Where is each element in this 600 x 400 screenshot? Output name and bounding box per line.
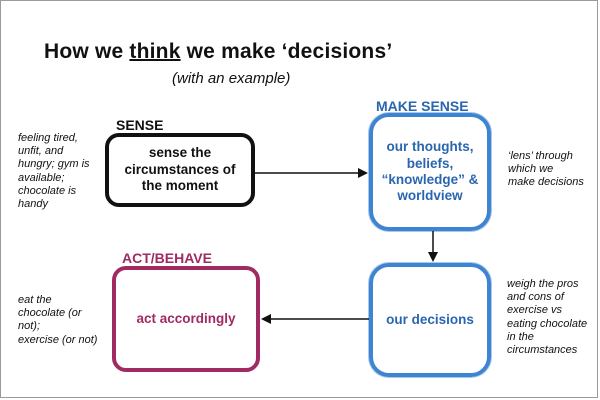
make-sense-note: ‘lens’ through which we make decisions (508, 150, 584, 190)
sense-note-line: chocolate is (18, 184, 77, 197)
subtitle: (with an example) (172, 70, 291, 87)
decisions-note-line: and cons of (507, 291, 564, 304)
decisions-note-line: eating chocolate (507, 317, 588, 330)
sense-label: SENSE (116, 117, 164, 133)
decisions-note-line: circumstances (507, 343, 578, 356)
title-part-3: we make ‘decisions’ (180, 40, 393, 63)
sense-line: the moment (141, 178, 219, 194)
decisions-note: weigh the pros and cons of exercise vs e… (507, 278, 587, 357)
make-sense-line: beliefs, (406, 155, 454, 171)
sense-note-line: unfit, and (18, 145, 64, 158)
act-note-line: not); (18, 320, 41, 333)
make-sense-note-line: make decisions (508, 176, 584, 189)
make-sense-label: MAKE SENSE (376, 98, 469, 114)
decisions-box: our decisions (369, 263, 491, 377)
make-sense-note-line: which we (508, 163, 554, 176)
sense-box: sense the circumstances of the moment (105, 133, 255, 207)
act-line: act accordingly (136, 310, 236, 326)
sense-line: circumstances of (124, 161, 236, 177)
act-note-line: exercise (or not) (18, 333, 98, 346)
make-sense-line: our thoughts, (386, 139, 474, 155)
make-sense-note-line: ‘lens’ through (508, 150, 573, 162)
make-sense-line: worldview (397, 188, 463, 204)
make-sense-line: “knowledge” & (381, 172, 479, 187)
title-part-1: How we (44, 40, 130, 63)
title-emphasis: think (129, 40, 181, 63)
decisions-line: our decisions (386, 311, 474, 327)
act-label: ACT/BEHAVE (122, 250, 212, 266)
page-title: How we think we make ‘decisions’ (44, 40, 392, 64)
sense-note-line: feeling tired, (18, 132, 78, 144)
act-note: eat the chocolate (or not); exercise (or… (18, 294, 97, 347)
decisions-note-line: weigh the pros (507, 278, 579, 290)
sense-note: feeling tired, unfit, and hungry; gym is… (18, 132, 90, 211)
act-note-line: chocolate (or (18, 307, 82, 320)
decisions-note-line: exercise vs (507, 304, 563, 317)
act-box: act accordingly (112, 266, 260, 372)
sense-line: sense the (148, 145, 212, 161)
sense-note-line: available; (18, 171, 65, 184)
act-note-line: eat the (18, 294, 52, 306)
sense-note-line: hungry; gym is (18, 158, 90, 171)
make-sense-box: our thoughts, beliefs, “knowledge” & wor… (369, 113, 491, 231)
decisions-note-line: in the (507, 330, 534, 343)
sense-note-line: handy (18, 197, 48, 210)
